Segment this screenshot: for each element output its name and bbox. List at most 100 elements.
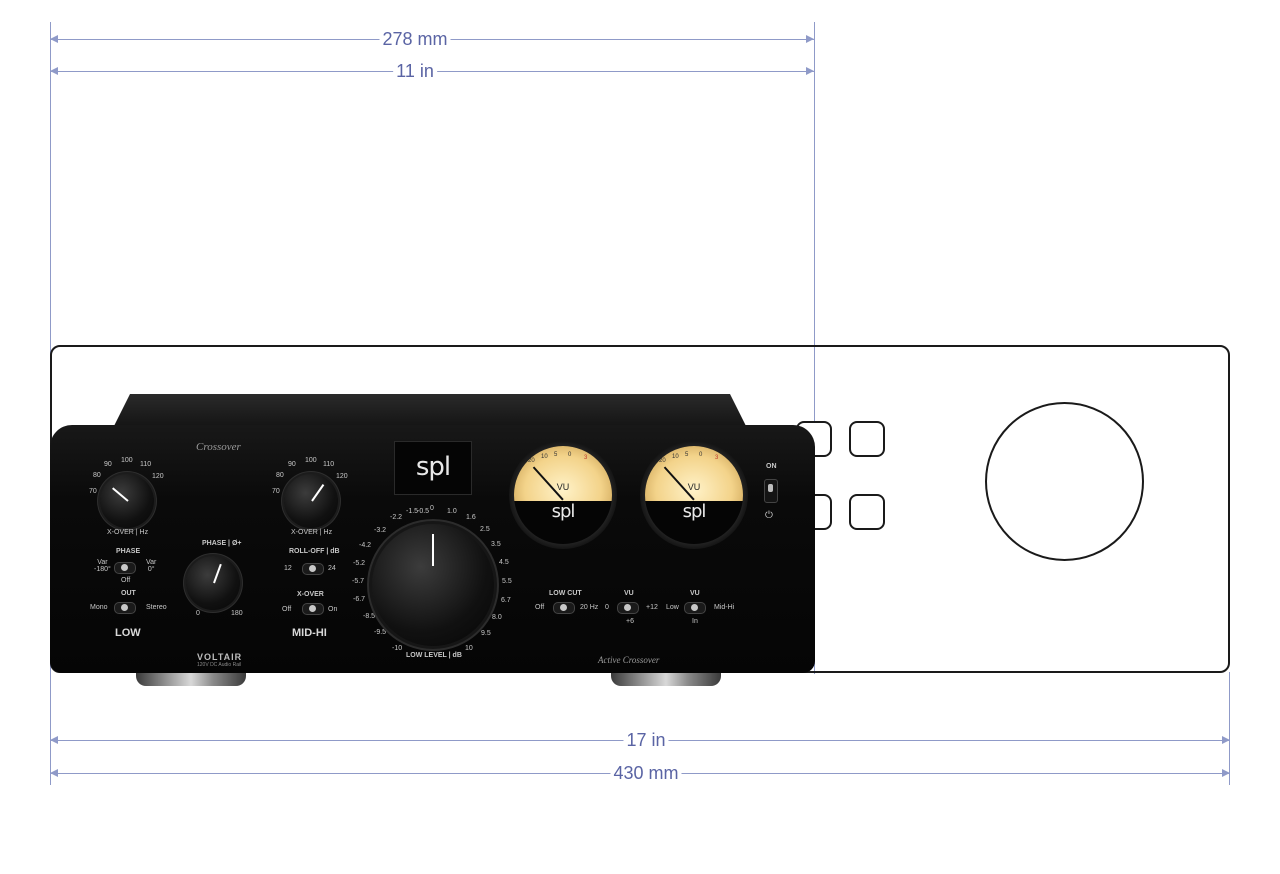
vu-label: VU <box>556 482 570 492</box>
vu-range-toggle[interactable] <box>617 602 639 614</box>
low-level-tick-21: 10 <box>465 645 473 652</box>
dimension-label-11in: 11 in <box>393 61 437 81</box>
low-level-tick-0: -10 <box>392 645 403 652</box>
low-level-tick-5: -5.2 <box>353 560 366 567</box>
spl-logo-box: spl <box>394 441 472 495</box>
dimension-label-17in: 17 in <box>623 730 669 750</box>
low-phase-right: Var 0° <box>146 559 157 573</box>
low-level-tick-7: -3.2 <box>374 527 387 534</box>
voltair-brand: VOLTAIR <box>197 652 243 662</box>
vu-meter-glow <box>645 446 743 501</box>
product-label: Active Crossover <box>598 655 660 665</box>
low-level-tick-18: 6.7 <box>501 597 511 604</box>
low-level-tick-2: -8.5 <box>363 613 376 620</box>
arrow-left <box>50 736 58 744</box>
knob-indicator <box>213 563 222 584</box>
section-title: Crossover <box>196 441 241 453</box>
low-out-left: Mono <box>90 604 108 611</box>
low-out-toggle[interactable] <box>114 602 136 614</box>
midhi-xover-label: X-OVER | Hz <box>291 529 333 536</box>
vu-scale: 0 <box>699 452 703 458</box>
lowcut-toggle[interactable] <box>553 602 575 614</box>
low-level-tick-6: -4.2 <box>359 542 372 549</box>
knob-indicator <box>112 487 129 502</box>
low-level-tick-17: 5.5 <box>502 578 512 585</box>
low-level-tick-10: -0.5 <box>417 508 430 515</box>
low-level-tick-13: 1.6 <box>466 514 476 521</box>
dimension-label-278mm: 278 mm <box>379 29 451 49</box>
low-phase-label: PHASE <box>116 548 141 555</box>
low-level-label: LOW LEVEL | dB <box>406 652 462 659</box>
dimension-label-430mm: 430 mm <box>610 763 682 783</box>
low-out-label: OUT <box>121 590 136 597</box>
power-switch[interactable] <box>764 479 778 503</box>
low-section-label: LOW <box>115 627 141 639</box>
midhi-xover-tick-5: 120 <box>336 473 348 480</box>
vu-range-label: VU <box>624 590 634 597</box>
extension-line-right-bottom <box>1229 672 1230 785</box>
vu-meter-left-face: 20 10 5 0 3 VU spl <box>514 446 612 544</box>
rolloff-label: ROLL-OFF | dB <box>289 548 340 555</box>
vu-scale: 20 <box>659 458 666 464</box>
midhi-xover-switch-left: Off <box>282 606 292 613</box>
arrow-right <box>1222 769 1230 777</box>
low-xover-knob[interactable] <box>100 474 154 528</box>
rack-button-outline <box>849 494 885 530</box>
low-level-tick-19: 8.0 <box>492 614 502 621</box>
phase-knob-max: 180 <box>231 610 243 617</box>
rack-button-outline <box>849 421 885 457</box>
knob-indicator <box>311 484 325 502</box>
vu-scale: 5 <box>685 452 689 458</box>
midhi-xover-tick-4: 110 <box>323 461 335 468</box>
low-xover-tick-4: 110 <box>140 461 152 468</box>
low-level-knob[interactable] <box>372 524 494 646</box>
low-xover-tick-0: 70 <box>89 488 97 495</box>
power-on-label: ON <box>766 463 777 470</box>
low-xover-tick-3: 100 <box>121 457 133 464</box>
spl-logo: spl <box>415 452 451 482</box>
low-phase-off: Off <box>121 577 131 584</box>
low-phase-left: Var -180° <box>94 559 111 573</box>
low-xover-tick-1: 80 <box>93 472 101 479</box>
rack-knob-outline <box>985 402 1144 561</box>
vu-scale: 20 <box>528 458 535 464</box>
midhi-xover-switch-right: On <box>328 606 338 613</box>
rolloff-toggle[interactable] <box>302 563 324 575</box>
vu-scale: 3 <box>584 455 588 461</box>
lowcut-right: 20 Hz <box>580 604 599 611</box>
arrow-right <box>1222 736 1230 744</box>
arrow-right <box>806 67 814 75</box>
vu-source-toggle[interactable] <box>684 602 706 614</box>
vu-meter-glow <box>514 446 612 501</box>
power-switch-lever <box>768 484 773 492</box>
rolloff-right: 24 <box>328 565 336 572</box>
power-icon: ⏻ <box>765 510 773 521</box>
midhi-xover-switch-label: X-OVER <box>297 591 324 598</box>
low-level-tick-4: -5.7 <box>352 578 365 585</box>
vu-scale: 0 <box>568 452 572 458</box>
vu-scale: 3 <box>715 455 719 461</box>
arrow-left <box>50 67 58 75</box>
low-level-tick-15: 3.5 <box>491 541 501 548</box>
vu-scale: 10 <box>541 454 548 460</box>
phase-knob[interactable] <box>186 556 240 610</box>
low-phase-toggle[interactable] <box>114 562 136 574</box>
midhi-xover-tick-0: 70 <box>272 488 280 495</box>
vu-brand: spl <box>682 501 707 522</box>
arrow-right <box>806 35 814 43</box>
low-level-tick-1: -9.5 <box>374 629 387 636</box>
midhi-xover-knob[interactable] <box>284 474 338 528</box>
vu-source-left: Low <box>666 604 679 611</box>
extension-line-left-bottom <box>50 690 51 785</box>
lowcut-left: Off <box>535 604 545 611</box>
vu-scale: 5 <box>554 452 558 458</box>
midhi-xover-tick-2: 90 <box>288 461 296 468</box>
vu-range-right: +12 <box>646 604 658 611</box>
vu-source-right: Mid-Hi <box>714 604 735 611</box>
voltair-sub: 120V DC Audio Rail <box>197 662 242 668</box>
lowcut-label: LOW CUT <box>549 590 582 597</box>
vu-range-left: 0 <box>605 604 609 611</box>
midhi-xover-toggle[interactable] <box>302 603 324 615</box>
low-level-tick-16: 4.5 <box>499 559 509 566</box>
low-level-tick-3: -6.7 <box>353 596 366 603</box>
